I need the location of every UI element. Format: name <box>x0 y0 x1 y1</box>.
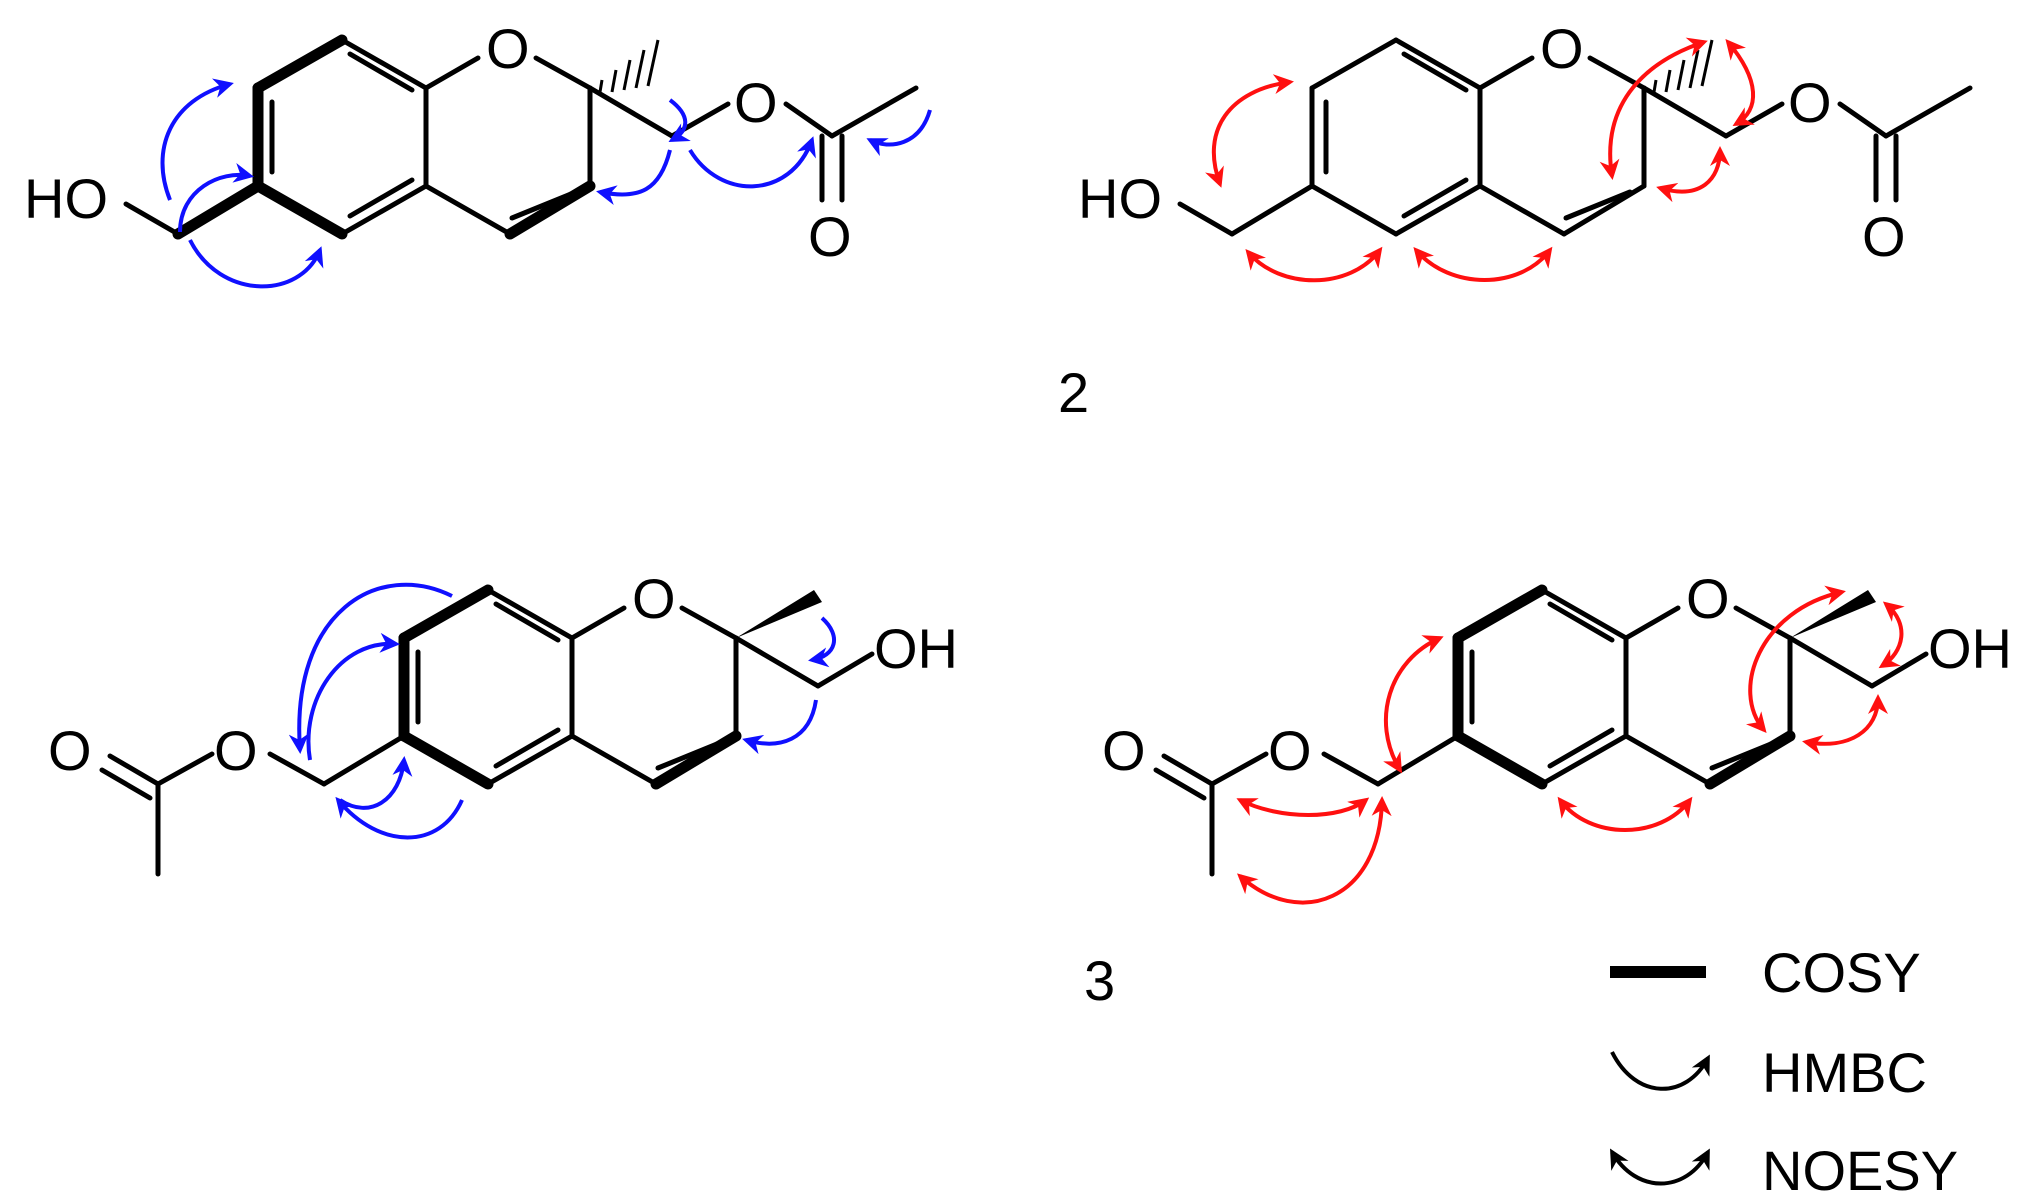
structure-2-atoms: O O O HO <box>24 17 852 268</box>
ester-oxygen: O <box>734 71 778 134</box>
legend-noesy-arrow <box>1610 1148 1710 1186</box>
hydroxyl-label: OH <box>1928 617 2012 680</box>
carbonyl-oxygen: O <box>808 205 852 268</box>
structure-2-hashed-methyl <box>598 39 660 93</box>
carbonyl-oxygen: O <box>1862 205 1906 268</box>
ester-oxygen: O <box>1788 71 1832 134</box>
structure-2-noesy-atoms: O O O HO <box>1078 17 1906 268</box>
ester-oxygen: O <box>214 719 258 782</box>
compound-label-2: 2 <box>1058 361 1089 424</box>
structure-2-noesy-arrows <box>1205 37 1756 283</box>
structure-2-noesy-hashed-methyl <box>1652 39 1714 93</box>
carbonyl-oxygen: O <box>1102 719 1146 782</box>
structure-3-hmbc-arrows <box>288 582 836 840</box>
legend-noesy-label: NOESY <box>1762 1139 1958 1202</box>
hydroxyl-label: HO <box>1078 167 1162 230</box>
ring-oxygen: O <box>632 567 676 630</box>
legend-hmbc-arrow <box>1610 1051 1710 1091</box>
structure-3-noesy-wedge-methyl <box>1790 590 1876 638</box>
structure-2-hmbc-arrows <box>160 78 932 289</box>
structure-3-noesy-atoms: O O O OH <box>1102 567 2012 782</box>
structure-3-wedge-methyl <box>736 590 822 638</box>
carbonyl-oxygen: O <box>48 719 92 782</box>
legend-cosy-label: COSY <box>1762 941 1921 1004</box>
structure-2-hmbc-cosy <box>123 34 919 240</box>
structure-2-noesy <box>1177 37 1973 237</box>
ester-oxygen: O <box>1268 719 1312 782</box>
hydroxyl-label: OH <box>874 617 958 680</box>
legend-hmbc-label: HMBC <box>1762 1041 1927 1104</box>
structure-3-atoms: O O O OH <box>48 567 958 782</box>
hydroxyl-label: HO <box>24 167 108 230</box>
ring-oxygen: O <box>486 17 530 80</box>
structure-3-hmbc-cosy <box>99 584 875 877</box>
legend: COSY HMBC NOESY <box>1610 941 1958 1202</box>
ring-oxygen: O <box>1686 567 1730 630</box>
ring-oxygen: O <box>1540 17 1584 80</box>
structure-3-noesy-arrows <box>1236 585 1905 905</box>
compound-label-3: 3 <box>1084 949 1115 1012</box>
